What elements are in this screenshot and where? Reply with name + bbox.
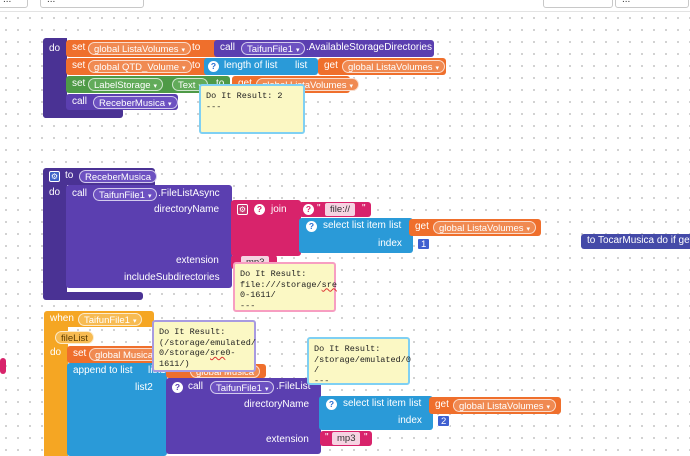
get-block[interactable]: get global ListaVolumes▾ bbox=[429, 397, 561, 414]
set-label-storage[interactable]: set LabelStorage▾ Text▾ to bbox=[66, 76, 230, 93]
append-to-list-block[interactable]: append to list list2 bbox=[67, 363, 167, 456]
set-block-lista-volumes[interactable]: set global ListaVolumes▾ to bbox=[66, 40, 220, 57]
component-dropdown[interactable]: LabelStorage▾ bbox=[88, 78, 164, 91]
event-block-1-footer bbox=[43, 108, 123, 118]
do-it-result-bubble-4: Do It Result: /storage/emulated/0 / --- bbox=[307, 337, 411, 386]
do-it-result-bubble-3: Do It Result: (/storage/emulated/ 0/stor… bbox=[152, 320, 256, 372]
property-dropdown[interactable]: Text▾ bbox=[172, 78, 208, 91]
variable-dropdown[interactable]: global ListaVolumes▾ bbox=[453, 399, 557, 412]
variable-dropdown[interactable]: global ListaVolumes▾ bbox=[433, 221, 537, 234]
help-icon[interactable]: ? bbox=[303, 204, 314, 215]
toolbar-button-left[interactable]: ... bbox=[0, 0, 28, 8]
help-icon[interactable]: ? bbox=[306, 221, 317, 232]
join-block[interactable]: ⚙ ? join bbox=[231, 200, 301, 256]
procedure-tocar-musica[interactable]: to TocarMusica do if get bbox=[581, 234, 690, 249]
variable-dropdown[interactable]: global Musica bbox=[89, 348, 160, 361]
get-block[interactable]: get global ListaVolumes▾ bbox=[318, 58, 446, 75]
index-number-field[interactable]: 2 bbox=[437, 415, 451, 427]
string-field[interactable]: mp3 bbox=[332, 432, 361, 445]
call-available-storage[interactable]: call TaifunFile1▾ .AvailableStorageDirec… bbox=[214, 40, 434, 57]
procedure-footer bbox=[43, 292, 143, 300]
help-icon[interactable]: ? bbox=[172, 382, 183, 393]
event-param-filelist[interactable]: fileList bbox=[55, 331, 94, 344]
index-number-field[interactable]: 1 bbox=[417, 238, 431, 250]
designer-toolbar: ... ... ... bbox=[0, 0, 690, 12]
set-global-musica[interactable]: set global Musica bbox=[67, 346, 160, 363]
event-header[interactable]: when TaifunFile1▾ bbox=[44, 311, 154, 327]
do-label: do bbox=[49, 43, 61, 54]
select-list-item-block[interactable]: ? select list item list index bbox=[299, 218, 413, 253]
string-field[interactable]: file:// bbox=[325, 203, 356, 216]
variable-dropdown[interactable]: global ListaVolumes▾ bbox=[342, 60, 446, 73]
help-icon[interactable]: ? bbox=[326, 399, 337, 410]
set-block-qtd-volume[interactable]: set global QTD_Volume▾ to bbox=[66, 58, 220, 75]
procedure-body: do bbox=[43, 184, 67, 296]
toolbar-button-right-1[interactable] bbox=[543, 0, 613, 8]
component-dropdown[interactable]: TaifunFile1▾ bbox=[241, 42, 306, 55]
call-file-list[interactable]: ? call TaifunFile1▾ .FileList directoryN… bbox=[166, 378, 321, 454]
toolbar-button-middle[interactable]: ... bbox=[40, 0, 144, 8]
length-of-list-block[interactable]: ? length of list list bbox=[204, 58, 318, 75]
toolbar-button-right-2[interactable]: ... bbox=[615, 0, 689, 8]
procedure-dropdown[interactable]: ReceberMusica▾ bbox=[93, 96, 178, 109]
component-dropdown[interactable]: TaifunFile1▾ bbox=[78, 313, 143, 326]
help-icon[interactable]: ? bbox=[208, 61, 219, 72]
do-it-result-bubble-1: Do It Result: 2 --- bbox=[199, 84, 305, 134]
text-block-mp3-2[interactable]: " mp3 " bbox=[320, 431, 372, 446]
help-icon[interactable]: ? bbox=[254, 204, 265, 215]
gear-icon[interactable]: ⚙ bbox=[237, 204, 248, 215]
call-file-list-async[interactable]: call TaifunFile1▾ .FileListAsync directo… bbox=[66, 185, 232, 288]
procedure-name-field[interactable]: ReceberMusica bbox=[79, 170, 157, 183]
offscreen-block bbox=[0, 358, 6, 374]
do-it-result-bubble-2: Do It Result: file:///storage/sre 0-1611… bbox=[233, 262, 337, 312]
variable-dropdown[interactable]: global ListaVolumes▾ bbox=[88, 42, 192, 55]
component-dropdown[interactable]: TaifunFile1▾ bbox=[210, 381, 275, 394]
select-list-item-block-2[interactable]: ? select list item list index bbox=[319, 396, 433, 430]
event-block-1[interactable]: do bbox=[43, 38, 67, 118]
variable-dropdown[interactable]: global QTD_Volume▾ bbox=[88, 60, 192, 73]
text-block-file[interactable]: ? " file:// " bbox=[299, 202, 371, 217]
component-dropdown[interactable]: TaifunFile1▾ bbox=[93, 188, 158, 201]
event-body: do bbox=[44, 326, 68, 456]
gear-icon[interactable]: ⚙ bbox=[49, 171, 60, 182]
procedure-header[interactable]: ⚙ to ReceberMusica bbox=[43, 168, 157, 185]
call-receber-musica[interactable]: call ReceberMusica▾ bbox=[66, 94, 178, 110]
get-block[interactable]: get global ListaVolumes▾ bbox=[409, 219, 541, 236]
